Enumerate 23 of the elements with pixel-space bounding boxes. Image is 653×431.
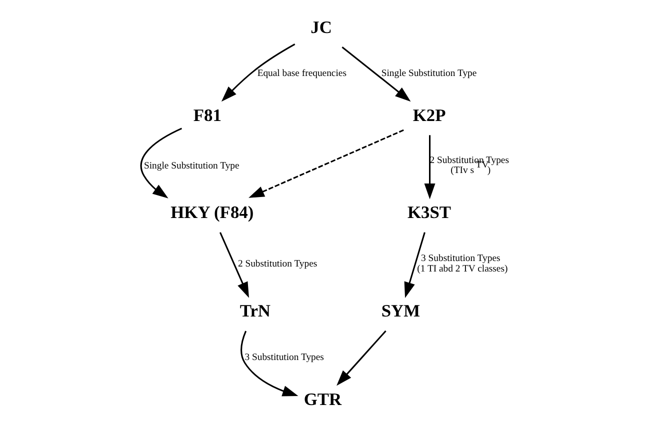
edge-label: 2 Substitution Types — [238, 258, 318, 270]
node-text: SYM — [381, 300, 420, 321]
edge-label: 3 Substitution Types (1 TI abd 2 TV classes) — [417, 253, 508, 275]
arrow — [404, 232, 426, 298]
arrow — [140, 128, 182, 198]
arrow — [342, 46, 411, 102]
node-text: F81 — [193, 104, 222, 125]
arrow — [336, 330, 386, 386]
arrow — [248, 129, 404, 198]
node-text: JC — [310, 16, 332, 37]
node-text: GTR — [304, 388, 342, 409]
arrow — [240, 330, 298, 396]
arrow — [221, 44, 296, 102]
edge-label: Single Substitution Type — [381, 68, 477, 79]
edge-label: Equal base frequencies — [257, 68, 346, 79]
node-text: K2P — [412, 104, 446, 125]
edge-label: 3 Substitution Types — [244, 352, 324, 363]
node-text: K3ST — [407, 202, 452, 222]
arrow — [424, 135, 436, 200]
node-text: TrN — [240, 300, 271, 321]
edge-label: Single Substitution Type — [144, 160, 240, 172]
arrow — [219, 232, 249, 298]
node-text: HKY (F84) — [170, 202, 254, 222]
